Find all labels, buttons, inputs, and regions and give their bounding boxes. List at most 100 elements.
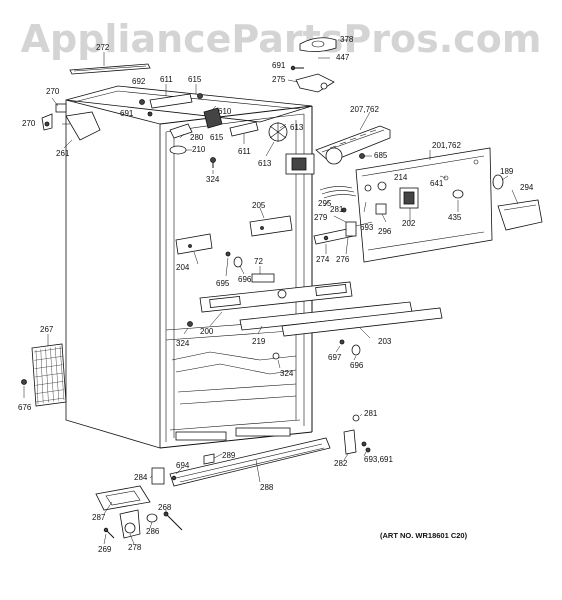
callout-676: 676 bbox=[18, 403, 32, 412]
callout-281: 281 bbox=[330, 205, 344, 214]
part-203-bar bbox=[281, 307, 443, 337]
callout-274: 274 bbox=[316, 255, 330, 264]
part-282-bracket bbox=[343, 429, 357, 455]
callout-615: 615 bbox=[188, 75, 202, 84]
part-279-switch bbox=[341, 207, 357, 237]
part-286-washer bbox=[146, 513, 158, 523]
grille-line bbox=[35, 381, 64, 386]
part-200-mullion-bar bbox=[199, 281, 353, 313]
callout-611-b: 611 bbox=[238, 147, 251, 156]
part-324-screw-a bbox=[210, 157, 216, 168]
callout-610: 610 bbox=[218, 107, 232, 116]
callout-200: 200 bbox=[200, 327, 214, 336]
part-694-screw bbox=[171, 475, 177, 481]
part-696-plug-b bbox=[351, 344, 361, 356]
callout-210: 210 bbox=[192, 145, 206, 154]
callout-692: 692 bbox=[132, 77, 146, 86]
callout-286: 286 bbox=[146, 527, 160, 536]
callout-324: 324 bbox=[206, 175, 220, 184]
part-610-bracket bbox=[203, 107, 223, 129]
part-289-clip bbox=[203, 453, 215, 465]
part-611-bracket-b bbox=[229, 121, 259, 137]
part-676-screw bbox=[21, 379, 27, 385]
callout-685: 685 bbox=[374, 151, 388, 160]
callout-696: 696 bbox=[238, 275, 252, 284]
callout-693-691: 693,691 bbox=[364, 455, 393, 464]
callout-296: 296 bbox=[378, 227, 392, 236]
watermark: AppliancePartsPros.com bbox=[21, 17, 542, 61]
part-294-cover bbox=[497, 199, 543, 231]
callout-207-762: 207,762 bbox=[350, 105, 379, 114]
grille-line bbox=[34, 356, 63, 361]
grille-line bbox=[55, 346, 59, 401]
callout-203: 203 bbox=[378, 337, 392, 346]
callout-270: 270 bbox=[46, 87, 60, 96]
callout-615-b: 615 bbox=[210, 133, 224, 142]
part-268-bolt bbox=[163, 511, 183, 531]
callout-691: 691 bbox=[272, 61, 286, 70]
part-691-screw-top bbox=[290, 65, 304, 71]
part-695-screw bbox=[225, 251, 231, 257]
part-613-control-box bbox=[285, 147, 343, 175]
callout-272: 272 bbox=[96, 43, 110, 52]
callout-281-b: 281 bbox=[364, 409, 378, 418]
part-611-hinge bbox=[139, 93, 203, 117]
callout-204: 204 bbox=[176, 263, 190, 272]
part-324-screw-c bbox=[272, 352, 280, 360]
callout-691-b: 691 bbox=[120, 109, 134, 118]
part-272-strip bbox=[69, 63, 151, 75]
art-number: (ART NO. WR18601 C20) bbox=[380, 531, 468, 540]
part-696-plug-a bbox=[233, 256, 243, 268]
callout-278: 278 bbox=[128, 543, 142, 552]
callout-202: 202 bbox=[402, 219, 416, 228]
grille-line bbox=[40, 349, 44, 404]
part-324-screw-b bbox=[187, 321, 193, 327]
callout-280: 280 bbox=[190, 133, 204, 142]
callout-696-b: 696 bbox=[350, 361, 364, 370]
callout-261: 261 bbox=[56, 149, 70, 158]
callout-268: 268 bbox=[158, 503, 172, 512]
part-275-bracket bbox=[295, 73, 335, 93]
callout-205: 205 bbox=[252, 201, 266, 210]
part-261-corner bbox=[65, 111, 101, 141]
part-281-screw bbox=[352, 414, 360, 422]
part-210-light bbox=[169, 145, 187, 155]
part-270-hinge bbox=[41, 103, 67, 131]
callout-693: 693 bbox=[360, 223, 374, 232]
callout-435: 435 bbox=[448, 213, 462, 222]
part-278-roller bbox=[119, 509, 141, 539]
callout-294: 294 bbox=[520, 183, 534, 192]
callout-279: 279 bbox=[314, 213, 328, 222]
callout-447: 447 bbox=[336, 53, 350, 62]
part-697-screw bbox=[339, 339, 345, 345]
grille-line bbox=[34, 364, 63, 369]
callout-295: 295 bbox=[318, 199, 332, 208]
grille-line bbox=[35, 349, 39, 405]
grille-line bbox=[35, 389, 64, 394]
part-287-plate bbox=[95, 485, 151, 511]
part-72-label bbox=[251, 273, 275, 283]
callout-288: 288 bbox=[260, 483, 274, 492]
part-693-screws bbox=[361, 441, 371, 453]
callout-613-b: 613 bbox=[258, 159, 272, 168]
callout-613: 613 bbox=[290, 123, 304, 132]
grille-line bbox=[59, 345, 65, 401]
callout-289: 289 bbox=[222, 451, 236, 460]
callout-219: 219 bbox=[252, 337, 266, 346]
part-295-wires bbox=[319, 186, 357, 199]
part-685-screw bbox=[359, 153, 365, 159]
grille-line bbox=[34, 372, 64, 378]
grille-line bbox=[50, 347, 54, 402]
part-288-toe-grille bbox=[169, 437, 331, 487]
grille-line bbox=[33, 347, 63, 353]
callout-labels: 272 378 691 447 275 692 611 615 270 691 … bbox=[18, 35, 534, 554]
part-205-bracket bbox=[249, 215, 293, 237]
callout-269: 269 bbox=[98, 545, 112, 554]
grille-line bbox=[35, 397, 65, 403]
callout-282: 282 bbox=[334, 459, 348, 468]
callout-284: 284 bbox=[134, 473, 148, 482]
grille-line bbox=[45, 348, 49, 403]
part-204-bracket bbox=[175, 233, 213, 255]
part-189-lamp bbox=[492, 174, 504, 190]
callout-214: 214 bbox=[394, 173, 408, 182]
